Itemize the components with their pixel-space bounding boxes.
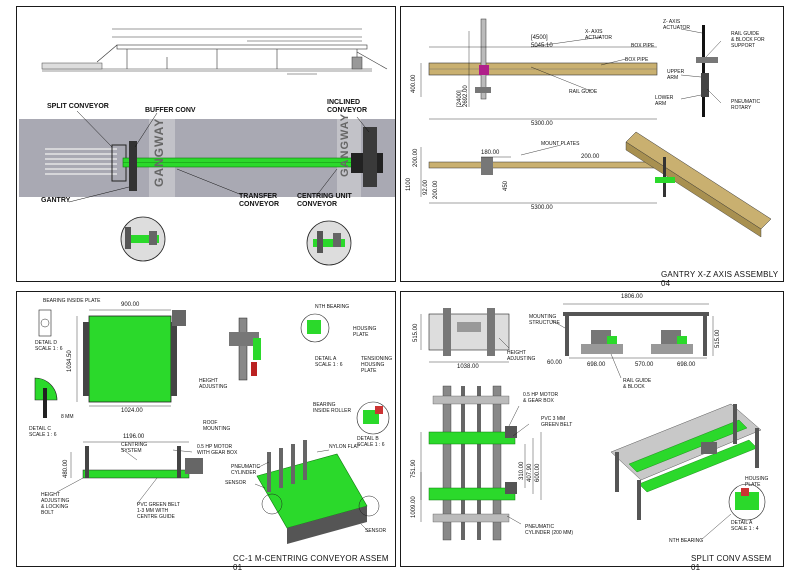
label-mounting-structure: MOUNTING STRUCTURE [529,314,560,326]
label-motor: 0.5 HP MOTOR & GEAR BOX [523,392,559,404]
dim-1196: 1196.00 [123,434,145,440]
panel-title-split: SPLIT CONV ASSEM 01 [691,554,772,572]
dim-600: 600.00 [535,463,541,482]
label-inclined-conveyor: INCLINED CONVEYOR [327,99,368,114]
dim-570: 570.00 [635,362,654,368]
dim-450: 450 [503,180,509,191]
dim-751: 751.90 [411,459,417,478]
dim-698-a: 698.00 [587,362,606,368]
label-sensor-a: SENSOR [225,480,247,486]
label-lower-arm: LOWER ARM [655,95,674,107]
label-z-axis-actuator: Z- AXIS ACTUATOR [663,19,691,31]
label-transfer-conveyor: TRANSFER CONVEYOR [239,193,280,208]
label-gangway-left: GANGWAY [152,117,166,187]
panel-title-centring: CC-1 M-CENTRING CONVEYOR ASSEM 01 [233,554,389,572]
gantry-xz-drawing [420,18,772,238]
dim-1806: 1806.00 [621,294,643,300]
label-tensioning-housing-plate: TENSIONING HOUSING PLATE [361,356,393,374]
dim-200-a: 200.00 [581,154,600,160]
label-pneumatic-cylinder: PNEUMATIC CYLINDER [231,464,261,476]
label-height-adjusting-locking: HEIGHT ADJUSTING & LOCKING BOLT [41,492,70,516]
dim-1009: 1009.00 [411,496,417,518]
label-mount-plates: MOUNT PLATES [541,141,580,147]
label-nth-bearing: NTH BEARING [315,304,350,310]
dim-4500: [4500] [531,35,548,41]
label-8mm: 8 MM [61,414,74,420]
centring-panel: BEARING INSIDE PLATE DETAIL D SCALE 1 : … [16,291,396,572]
dim-698-b: 698.00 [677,362,696,368]
label-housing-plate: HOUSING PLATE [353,326,377,338]
label-gantry: GANTRY [41,197,71,204]
label-rail-guide-block: RAIL GUIDE & BLOCK FOR SUPPORT [731,31,765,49]
label-centring-unit-conveyor: CENTRING UNIT CONVEYOR [297,193,352,208]
label-pvc-belt: PVC 3 MM GREEN BELT [541,416,573,428]
label-bearing-inside-roller: BEARING INSIDE ROLLER [313,402,352,414]
label-rail-guide: RAIL GUIDE [569,89,598,95]
dim-200-c: 200.00 [433,180,439,199]
label-detail-c: DETAIL C SCALE 1 : 6 [29,426,57,438]
gantry-xz-panel: [4500] 5045.10 400.00 [2400] 2692.00 530… [400,6,784,288]
centring-drawing [34,309,390,544]
dim-480: 480.00 [63,459,69,478]
label-bearing-inside-plate: BEARING INSIDE PLATE [43,298,101,304]
dim-5300-a: 5300.00 [531,121,553,127]
dim-407: 407.90 [527,463,533,482]
label-centring-system: CENTRING SYSTEM [121,442,148,454]
split-panel: 1806.00 515.00 1038.00 515.00 60.00 698.… [400,291,784,572]
label-nylon-flat: NYLON FLAT [329,444,360,450]
dim-180: 180.00 [481,150,500,156]
dim-900: 900.00 [121,302,140,308]
label-detail-a: DETAIL A SCALE 1 : 6 [315,356,343,368]
dim-1024: 1024.00 [121,408,143,414]
label-pneumatic-cylinder: PNEUMATIC CYLINDER (200 MM) [525,524,574,536]
dim-1034: 1034.50 [67,350,73,372]
label-motor: 0.5 HP MOTOR WITH GEAR BOX [197,444,238,456]
dim-1038: 1038.00 [457,364,479,370]
label-pneumatic-rotary: PNEUMATIC ROTARY [731,99,761,111]
label-sensor-b: SENSOR [365,528,387,534]
label-split-conveyor: SPLIT CONVEYOR [47,103,109,110]
label-height-adjusting: HEIGHT ADJUSTING [199,378,228,390]
label-detail-b: DETAIL B SCALE 1 : 6 [357,436,385,448]
label-box-pipe-2: BOX PIPE [625,57,649,63]
dim-515-a: 515.00 [413,323,419,342]
label-housing-plate: HOUSING PLATE [745,476,769,488]
dim-2692: 2692.00 [463,85,469,107]
gantry-overview-drawing [19,28,395,266]
label-height-adjusting: HEIGHT ADJUSTING [507,350,536,362]
dim-92: 92.00 [423,179,429,195]
label-box-pipe-1: BOX PIPE [631,43,655,49]
split-drawing [420,303,766,541]
dim-1100: 1100 [406,178,412,191]
gantry-overview-panel: SPLIT CONVEYOR BUFFER CONV INCLINED CONV… [16,6,396,282]
label-roof-mounting: ROOF MOUNTING [203,420,231,432]
label-detail-d: DETAIL D SCALE 1 : 6 [35,340,63,352]
label-pvc-green-belt: PVC GREEN BELT 1-3 MM WITH CENTRE GUIDE [137,502,180,520]
dim-60: 60.00 [547,360,563,366]
label-gangway-right: GANGWAY [339,112,351,177]
label-nth-bearing: NTH BEARING [669,538,704,544]
dim-200-b: 200.00 [413,148,419,167]
dim-515-b: 515.00 [715,329,721,348]
dim-400: 400.00 [411,74,417,93]
dim-310: 310.00 [519,461,525,480]
label-x-axis-actuator: X- AXIS ACTUATOR [585,29,613,41]
panel-title-gantry-xz: GANTRY X-Z AXIS ASSEMBLY 04 [661,270,779,288]
dim-5300-b: 5300.00 [531,205,553,211]
label-buffer-conv: BUFFER CONV [145,107,196,114]
label-rail-guide-block: RAIL GUIDE & BLOCK [623,378,652,390]
dim-5045: 5045.10 [531,43,553,49]
label-upper-arm: UPPER ARM [667,69,685,81]
label-detail-a: DETAIL A SCALE 1 : 4 [731,520,759,532]
